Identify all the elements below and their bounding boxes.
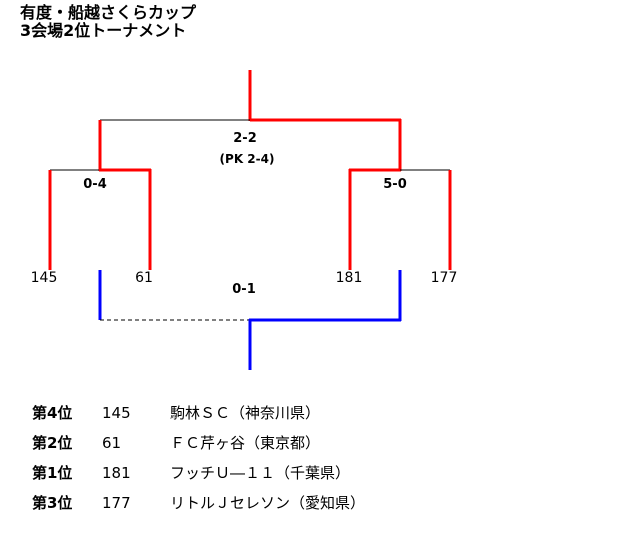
team-name: リトルＪセレソン（愛知県）	[170, 494, 366, 512]
team-number: 181	[102, 464, 131, 482]
team-label: 145	[30, 270, 58, 286]
rank: 第4位	[32, 404, 73, 422]
third-place-score: 0-1	[232, 282, 256, 297]
title-line-1: 有度・船越さくらカップ	[20, 3, 197, 22]
team-label: 181	[335, 270, 363, 286]
semifinal-left-score: 0-4	[83, 177, 107, 192]
team-name: フッチＵ―１１（千葉県）	[170, 464, 351, 482]
semifinal-right-score: 5-0	[383, 177, 407, 192]
team-number: 61	[102, 434, 122, 452]
team-name: 駒林ＳＣ（神奈川県）	[170, 404, 321, 422]
team-number: 177	[102, 494, 131, 512]
rank: 第2位	[32, 434, 73, 452]
team-name: ＦＣ芹ヶ谷（東京都）	[170, 434, 321, 452]
team-label: 61	[135, 270, 153, 286]
team-label: 177	[430, 270, 458, 286]
team-number: 145	[102, 404, 131, 422]
rank: 第3位	[32, 494, 73, 512]
final-pk-score: (PK 2-4)	[219, 152, 275, 166]
title-line-2: 3会場2位トーナメント	[20, 21, 187, 40]
rank: 第1位	[32, 464, 73, 482]
final-score: 2-2	[233, 131, 257, 146]
